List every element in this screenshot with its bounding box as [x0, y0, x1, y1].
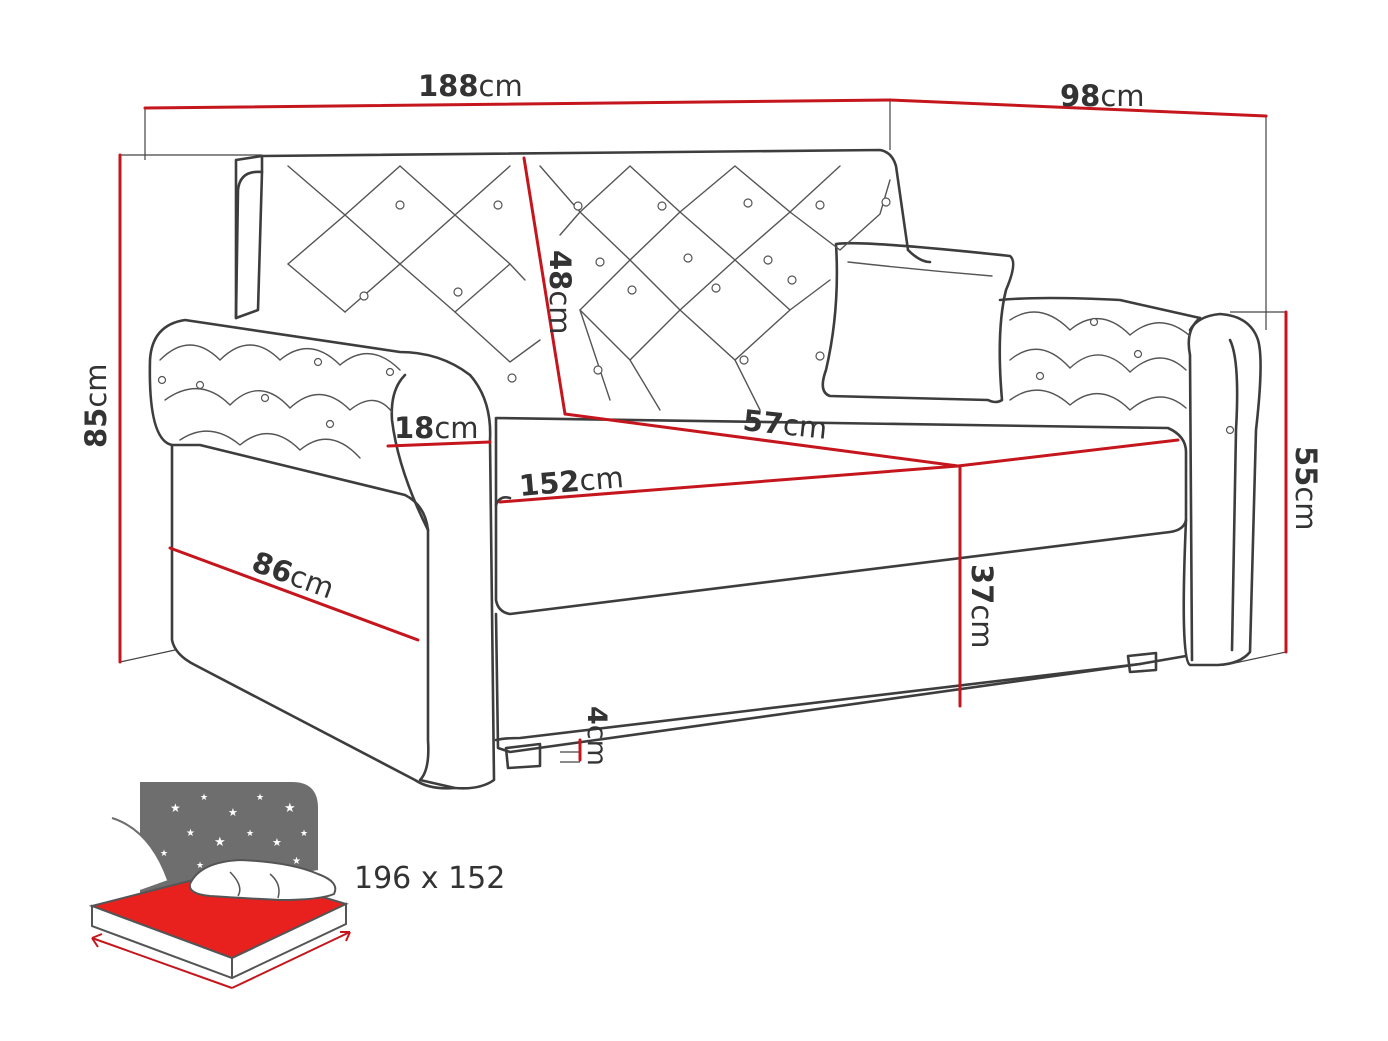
- label-armrest-width: 18cm: [394, 411, 479, 445]
- svg-text:★: ★: [170, 801, 181, 815]
- dimension-lines: [118, 98, 1288, 762]
- svg-text:★: ★: [228, 806, 238, 819]
- label-seat-depth: 57cm: [741, 403, 829, 446]
- svg-text:★: ★: [300, 829, 308, 839]
- svg-text:★: ★: [246, 829, 254, 839]
- label-depth-total: 98cm: [1060, 79, 1145, 113]
- svg-text:★: ★: [196, 861, 204, 871]
- label-seat-height: 37cm: [965, 564, 999, 649]
- label-height-total: 85cm: [79, 363, 113, 448]
- backrest-tufting: [286, 165, 891, 411]
- label-width-total: 188cm: [418, 69, 523, 103]
- bed-icon: ★ ★ ★ ★ ★ ★ ★ ★ ★ ★ ★ ★ ★ ★: [88, 782, 351, 989]
- label-seat-width: 152cm: [518, 460, 625, 503]
- svg-text:★: ★: [292, 856, 301, 867]
- svg-text:★: ★: [284, 801, 296, 816]
- stars-icon: ★ ★ ★ ★ ★ ★ ★ ★ ★ ★ ★ ★ ★ ★: [150, 793, 308, 882]
- dim-line-armrest: [386, 440, 492, 448]
- moon-icon: [112, 818, 168, 900]
- sleeping-area-label: 196 x 152: [354, 861, 505, 896]
- sofa-outline: [148, 148, 1262, 790]
- dim-line-seat-width: [498, 464, 960, 504]
- svg-text:★: ★: [150, 873, 157, 882]
- svg-text:★: ★: [272, 836, 282, 849]
- dim-line-arm-depth: [168, 546, 420, 642]
- svg-text:★: ★: [200, 793, 208, 803]
- label-leg-height: 4cm: [581, 706, 612, 766]
- dim-line-depth: [888, 98, 1268, 118]
- label-arm-height: 55cm: [1289, 446, 1323, 531]
- svg-text:★: ★: [186, 828, 195, 839]
- svg-text:★: ★: [214, 835, 226, 850]
- dim-line-width: [143, 98, 892, 110]
- svg-text:★: ★: [256, 793, 264, 803]
- dim-line-backrest: [522, 156, 567, 416]
- dim-line-seat-depth: [563, 412, 1180, 468]
- pillow-icon: [188, 858, 337, 902]
- extension-lines: [119, 100, 1287, 763]
- armrest-tufting: [157, 311, 1235, 459]
- svg-text:★: ★: [160, 849, 168, 859]
- label-backrest: 48cm: [543, 250, 577, 335]
- label-arm-depth: 86cm: [248, 545, 339, 606]
